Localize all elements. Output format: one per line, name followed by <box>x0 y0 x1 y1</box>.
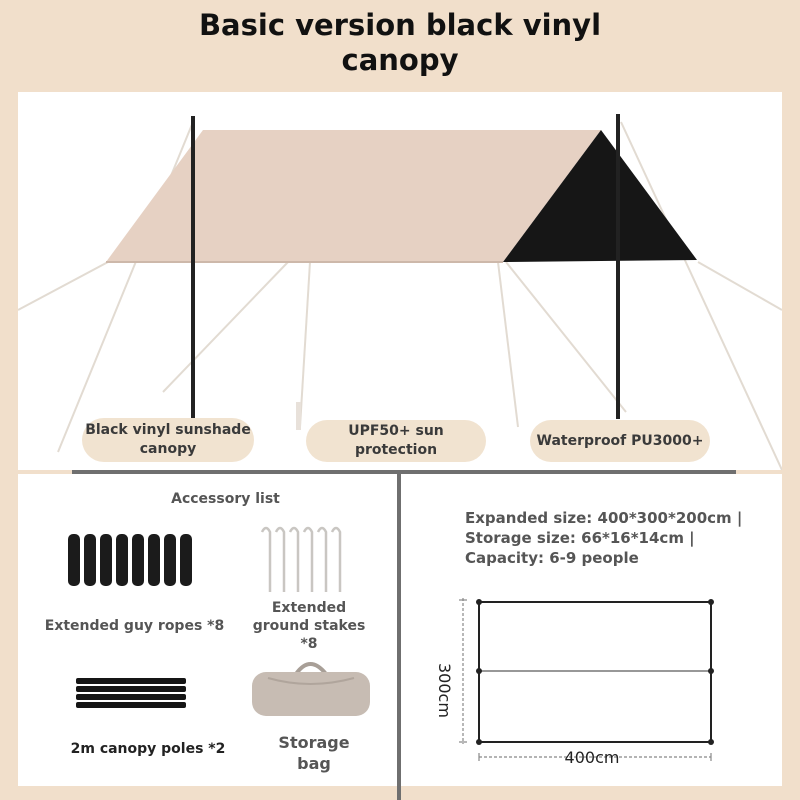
vertical-divider <box>397 474 401 800</box>
accessory-heading: Accessory list <box>171 491 280 507</box>
height-dimension-label: 300cm <box>435 663 454 718</box>
accessory-panel: Accessory list Extended guy ropes *8 Ext… <box>18 474 397 786</box>
specs-text: Expanded size: 400*300*200cm | Storage s… <box>465 509 743 567</box>
accessory-label-guy-ropes: Extended guy ropes *8 <box>44 618 225 634</box>
canopy-illustration <box>18 114 782 470</box>
horizontal-divider <box>72 470 736 474</box>
page-title: Basic version black vinyl canopy <box>0 8 800 78</box>
canopy-beige-panel <box>106 130 601 262</box>
accessory-label-ground-stakes: Extended ground stakes *8 <box>252 600 366 652</box>
feature-pill-black-vinyl: Black vinyl sunshade canopy <box>82 418 254 462</box>
canopy-pole-right <box>616 114 620 419</box>
feature-pill-upf50: UPF50+ sun protection <box>306 420 486 462</box>
feature-pill-waterproof: Waterproof PU3000+ <box>530 420 710 462</box>
ground-stakes-image <box>260 526 342 592</box>
storage-bag-image <box>252 662 370 716</box>
dimension-diagram <box>459 598 714 761</box>
guy-ropes-image <box>68 534 192 586</box>
canopy-outline <box>478 601 712 743</box>
accessory-label-storage-bag: Storage bag <box>278 733 350 773</box>
title-line-1: Basic version black vinyl <box>198 8 602 42</box>
dimensions-panel: Expanded size: 400*300*200cm | Storage s… <box>401 474 782 786</box>
canopy-black-panel <box>503 130 697 262</box>
canopy-poles-image <box>76 678 186 708</box>
canopy-photo-panel: Black vinyl sunshade canopy UPF50+ sun p… <box>18 92 782 470</box>
title-line-2: canopy <box>341 43 459 77</box>
canopy-pole-left <box>191 116 195 418</box>
accessory-label-canopy-poles: 2m canopy poles *2 <box>70 741 226 757</box>
width-dimension-label: 400cm <box>564 748 620 767</box>
